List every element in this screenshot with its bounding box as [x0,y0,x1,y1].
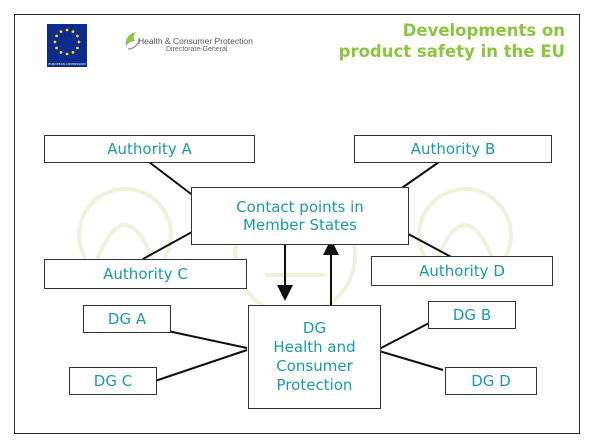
line-authority-b [398,161,440,191]
title-line-2: product safety in the EU [338,42,565,61]
box-dg-a: DG A [83,305,171,333]
box-contact-points: Contact points in Member States [191,187,409,245]
authority-a-label: Authority A [107,140,192,158]
dg-logo: Health & Consumer Protection Directorate… [122,29,282,59]
line-dg-d [378,350,444,371]
box-authority-d: Authority D [371,256,553,286]
dg-d-label: DG D [471,372,511,390]
slide: EUROPEAN COMMISSION Health & Consumer Pr… [14,14,580,434]
dg-c-label: DG C [93,372,133,390]
page-title: Developments on product safety in the EU [339,20,565,62]
dg-swirl-logo-icon [125,32,141,50]
line-dg-c [154,349,248,382]
dg-b-label: DG B [452,306,492,324]
dg-a-label: DG A [107,310,147,328]
contact-line-2: Member States [243,216,357,234]
box-authority-a: Authority A [44,135,255,163]
title-line-1: Developments on [402,21,565,40]
dg-center-line-4: Protection [276,376,353,394]
eu-stars-icon [53,28,81,56]
box-dg-health: DG Health and Consumer Protection [248,305,381,409]
authority-d-label: Authority D [419,262,505,280]
authority-c-label: Authority C [103,265,188,283]
contact-line-1: Contact points in [236,198,364,216]
box-dg-d: DG D [445,367,537,395]
box-authority-b: Authority B [354,135,552,163]
dg-name: Health & Consumer Protection [138,36,253,46]
line-authority-a [148,161,200,201]
box-authority-c: Authority C [44,259,247,289]
authority-b-label: Authority B [410,140,496,158]
line-dg-b [378,320,434,350]
box-dg-c: DG C [69,367,157,395]
box-dg-b: DG B [428,301,516,329]
dg-center-line-3: Consumer [276,357,353,375]
dg-subtitle: Directorate-General [166,46,228,53]
eu-caption: EUROPEAN COMMISSION [48,62,86,66]
dg-center-line-1: DG [302,319,327,337]
eu-flag-icon: EUROPEAN COMMISSION [47,24,87,67]
dg-center-line-2: Health and [273,338,356,356]
